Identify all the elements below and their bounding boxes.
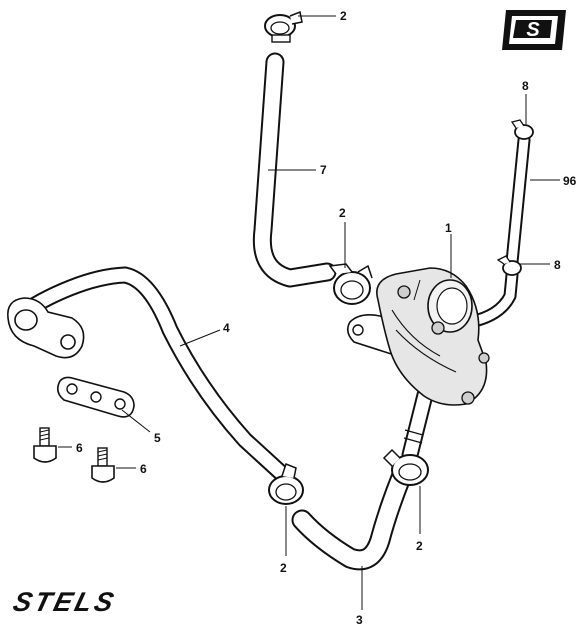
callout-2-top: 2 [340,9,347,23]
hose-clamp-8-lower [496,255,522,276]
pipe-fitting-flange [7,297,85,359]
callout-2-lower-left: 2 [280,561,287,575]
gasket-5 [56,376,135,418]
callout-8-upper: 8 [522,79,529,93]
callout-2-middle: 2 [339,206,346,220]
brand-badge-letter: S [526,19,540,41]
callout-96: 96 [563,174,577,188]
hose-clamp-8-upper [510,119,534,140]
callout-1: 1 [445,221,452,235]
pump-inlet-nozzle [401,386,434,464]
leader-lines [58,15,560,610]
callout-4: 4 [223,321,230,335]
callout-2-lower-right: 2 [416,539,423,553]
hose-clamp-2-lower-right [382,448,429,486]
bolt-6-left [33,427,57,463]
callout-7: 7 [320,163,327,177]
callout-6-left: 6 [76,441,83,455]
bolt-6-right [91,447,115,483]
hose-clamp-2-lower-left [268,463,304,505]
hose-4 [11,266,289,481]
hose-3 [291,464,413,571]
hose-clamp-2-top [264,10,303,43]
brand-wordmark: STELS [10,586,120,617]
hose-7 [252,52,337,288]
callout-5: 5 [154,431,161,445]
callout-8-lower: 8 [554,258,561,272]
fuel-pump [346,267,490,406]
hose-96 [505,133,531,269]
callout-3: 3 [356,613,363,627]
brand-badge-icon: S [502,10,566,50]
hose-clamp-2-middle [328,263,373,305]
callout-6-right: 6 [140,462,147,476]
